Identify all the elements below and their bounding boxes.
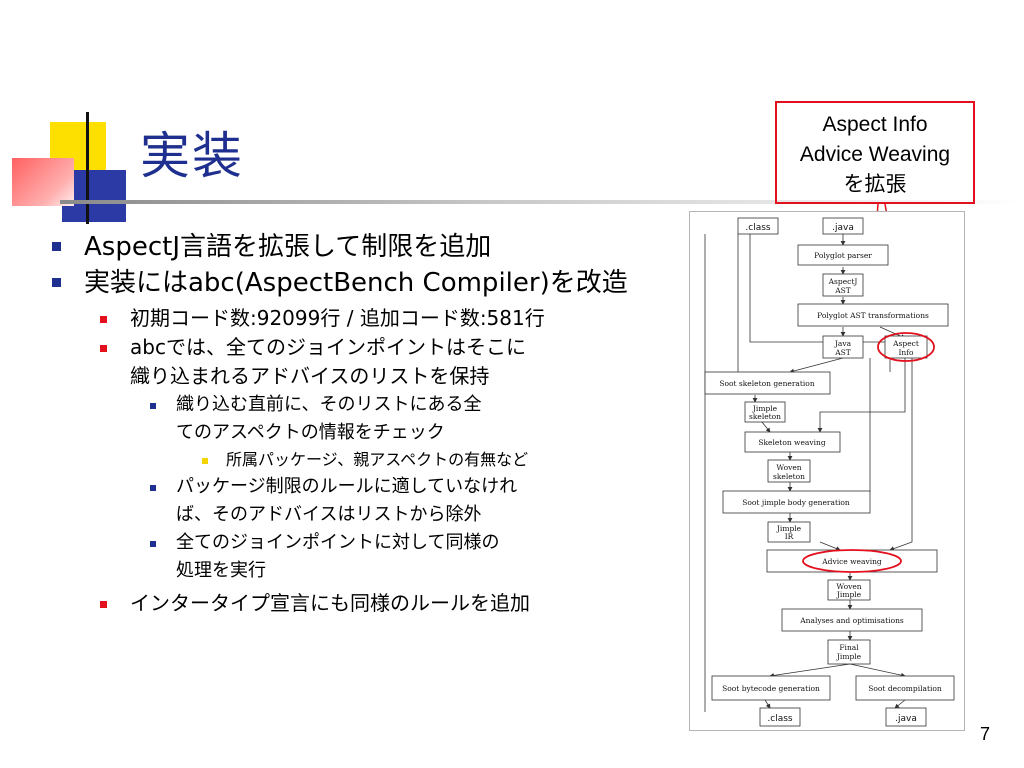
flow-soot-decompilation: Soot decompilation bbox=[868, 684, 942, 693]
flow-woven-skeleton: skeleton bbox=[773, 472, 805, 481]
flow-woven-skeleton: Woven bbox=[776, 463, 801, 472]
flow-class-out: .class bbox=[767, 714, 793, 724]
flow-soot-skeleton-gen: Soot skeleton generation bbox=[719, 379, 814, 388]
bullet-item: 織り込む直前に、そのリストにある全てのアスペクトの情報をチェック bbox=[40, 391, 496, 447]
flow-polyglot-parser: Polyglot parser bbox=[814, 251, 872, 260]
bullet-text: 実装にはabc(AspectBench Compiler)を改造 bbox=[84, 268, 628, 298]
flow-jimple-skeleton: Jimple bbox=[752, 404, 778, 413]
flow-final-jimple: Jimple bbox=[836, 652, 862, 661]
bullet-text: パッケージ制限のルールに適していなければ、そのアドバイスはリストから除外 bbox=[176, 476, 518, 525]
flow-polyglot-transform: Polyglot AST transformations bbox=[817, 311, 929, 320]
flow-aspectj-ast: AspectJ bbox=[828, 277, 858, 286]
slide-title: 実装 bbox=[140, 127, 244, 185]
bullet-text: 織り込む直前に、そのリストにある全てのアスペクトの情報をチェック bbox=[176, 394, 482, 443]
bullet-text: AspectJ言語を拡張して制限を追加 bbox=[84, 232, 492, 262]
bullet-item: インタータイプ宣言にも同様のルールを追加 bbox=[40, 589, 680, 618]
flow-java-out: .java bbox=[895, 714, 917, 724]
flow-aspect-info: Info bbox=[898, 348, 914, 357]
flow-final-jimple: Final bbox=[839, 643, 859, 652]
flow-java-ast: AST bbox=[834, 348, 851, 357]
flow-woven-jimple: Woven bbox=[836, 582, 861, 591]
bullet-marker bbox=[52, 278, 61, 287]
flow-advice-weaving: Advice weaving bbox=[821, 557, 882, 566]
flow-aspectj-ast: AST bbox=[834, 286, 851, 295]
page-number: 7 bbox=[979, 724, 990, 744]
callout-line: を拡張 bbox=[843, 173, 907, 196]
bullet-marker bbox=[150, 485, 156, 491]
bullet-item: 初期コード数:92099行 / 追加コード数:581行 bbox=[40, 304, 680, 333]
flow-jimple-ir: IR bbox=[785, 532, 794, 541]
callout-box: Aspect Info Advice Weaving を拡張 bbox=[775, 101, 975, 204]
highlight-aspect-info bbox=[877, 332, 935, 362]
bullet-marker bbox=[202, 458, 208, 464]
bullet-text: 初期コード数:92099行 / 追加コード数:581行 bbox=[130, 306, 545, 330]
flow-class-in: .class bbox=[745, 223, 771, 233]
bullet-list: AspectJ言語を拡張して制限を追加 実装にはabc(AspectBench … bbox=[40, 230, 680, 618]
flow-java-in: .java bbox=[832, 223, 854, 233]
bullet-marker bbox=[150, 541, 156, 547]
bullet-item: 全てのジョインポイントに対して同様の処理を実行 bbox=[40, 529, 516, 585]
bullet-text: 所属パッケージ、親アスペクトの有無など bbox=[226, 450, 529, 469]
bullet-item: 実装にはabc(AspectBench Compiler)を改造 bbox=[40, 266, 644, 300]
compiler-flow-diagram: .class .java Polyglot parser AspectJ AST… bbox=[689, 211, 965, 731]
bullet-marker bbox=[100, 601, 107, 608]
bullet-item: abcでは、全てのジョインポイントはそこに織り込まれるアドバイスのリストを保持 bbox=[40, 333, 542, 391]
corner-red-square bbox=[12, 158, 74, 206]
highlight-advice-weaving bbox=[802, 549, 902, 573]
bullet-item: パッケージ制限のルールに適していなければ、そのアドバイスはリストから除外 bbox=[40, 473, 532, 529]
bullet-marker bbox=[150, 403, 156, 409]
bullet-item: 所属パッケージ、親アスペクトの有無など bbox=[40, 447, 680, 473]
bullet-item: AspectJ言語を拡張して制限を追加 bbox=[40, 230, 680, 264]
flow-java-ast: Java bbox=[834, 339, 852, 348]
flow-jimple-ir: Jimple bbox=[776, 524, 802, 533]
flow-jimple-skeleton: skeleton bbox=[749, 412, 781, 421]
flow-aspect-info: Aspect bbox=[892, 339, 919, 348]
flow-soot-jimple-body: Soot jimple body generation bbox=[742, 498, 850, 507]
corner-vertical-line bbox=[86, 112, 89, 224]
flow-woven-jimple: Jimple bbox=[836, 590, 862, 599]
bullet-marker bbox=[100, 316, 107, 323]
flow-analyses: Analyses and optimisations bbox=[799, 616, 904, 625]
flow-soot-bytecode: Soot bytecode generation bbox=[722, 684, 820, 693]
bullet-marker bbox=[52, 242, 61, 251]
bullet-text: abcでは、全てのジョインポイントはそこに織り込まれるアドバイスのリストを保持 bbox=[130, 335, 526, 388]
bullet-text: インタータイプ宣言にも同様のルールを追加 bbox=[130, 591, 530, 615]
bullet-text: 全てのジョインポイントに対して同様の処理を実行 bbox=[176, 532, 500, 581]
flow-skeleton-weaving: Skeleton weaving bbox=[758, 438, 825, 447]
bullet-marker bbox=[100, 345, 107, 352]
callout-line: Advice Weaving bbox=[799, 143, 951, 166]
callout-line: Aspect Info bbox=[822, 113, 928, 136]
title-underline bbox=[60, 200, 1024, 204]
